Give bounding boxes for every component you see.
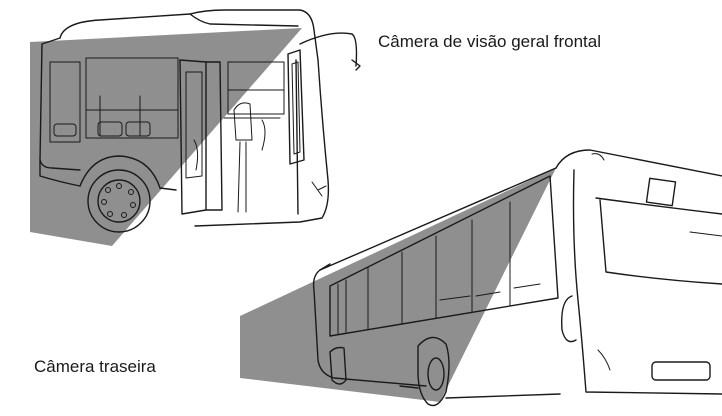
rear-bus-illustration <box>240 149 722 407</box>
rear-camera-label: Câmera traseira <box>34 357 156 376</box>
front-camera-field-of-view <box>30 28 302 246</box>
front-camera-label: Câmera de visão geral frontal <box>378 32 602 51</box>
front-bus-illustration <box>30 9 361 246</box>
rear-camera-field-of-view <box>240 168 556 402</box>
